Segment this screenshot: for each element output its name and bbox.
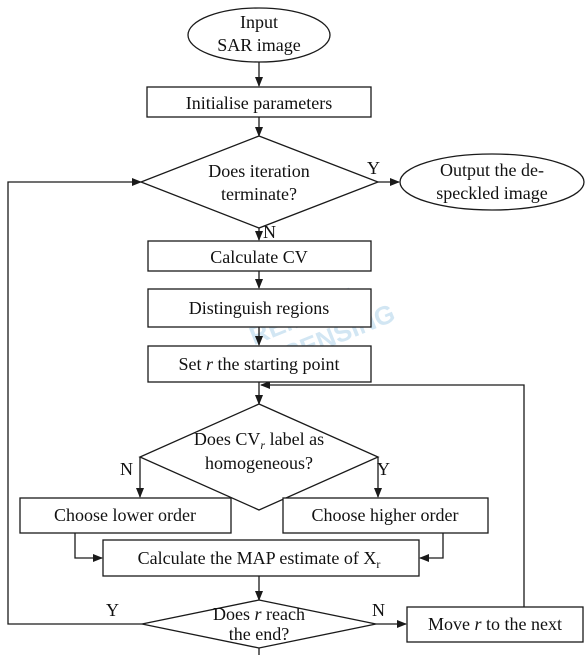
edge-higher-to-map <box>419 533 444 562</box>
edge-reach-yes <box>7 178 142 625</box>
node-map: Calculate the MAP estimate of Xr <box>102 539 420 577</box>
node-move-label: Move r to the next <box>428 614 562 634</box>
edge-move-to-homog <box>260 381 525 607</box>
node-init: Initialise parameters <box>146 86 372 118</box>
node-higher-label: Choose higher order <box>312 505 459 525</box>
node-output-line-2: speckled image <box>436 183 547 203</box>
node-output-line-1: Output the de- <box>440 160 544 180</box>
node-lower: Choose lower order <box>19 497 232 534</box>
label-terminate-yes: Y <box>367 158 380 178</box>
node-reach: Does r reach the end? <box>141 599 377 649</box>
node-set-r: Set r the starting point <box>147 345 372 383</box>
node-calc-cv-label: Calculate CV <box>210 247 307 267</box>
node-homog-line-1: Does CVr label as <box>194 429 324 452</box>
node-input-line-1: Input <box>240 12 278 32</box>
node-input: Input SAR image <box>187 7 331 63</box>
label-reach-yes: Y <box>106 600 119 620</box>
node-set-r-label: Set r the starting point <box>178 354 339 374</box>
node-input-line-2: SAR image <box>217 35 301 55</box>
edges <box>7 62 525 655</box>
node-terminate: Does iteration terminate? <box>139 135 380 229</box>
node-reach-line-1: Does r reach <box>213 604 305 624</box>
edge-lower-to-map <box>74 533 103 562</box>
node-distinguish: Distinguish regions <box>147 288 372 328</box>
node-terminate-line-2: terminate? <box>221 184 297 204</box>
node-map-label: Calculate the MAP estimate of Xr <box>138 548 381 571</box>
node-move: Move r to the next <box>406 606 584 643</box>
node-output: Output the de- speckled image <box>399 153 585 211</box>
node-terminate-line-1: Does iteration <box>208 161 309 181</box>
label-homog-no: N <box>120 459 133 479</box>
node-calc-cv: Calculate CV <box>147 240 372 272</box>
node-reach-line-2: the end? <box>229 624 289 644</box>
node-lower-label: Choose lower order <box>54 505 196 525</box>
node-higher: Choose higher order <box>282 497 489 534</box>
node-homog-line-2: homogeneous? <box>205 453 313 473</box>
label-terminate-no: N <box>263 222 276 242</box>
node-distinguish-label: Distinguish regions <box>189 298 330 318</box>
node-init-label: Initialise parameters <box>186 93 332 113</box>
node-homog: Does CVr label as homogeneous? <box>138 403 380 511</box>
label-homog-yes: Y <box>377 459 390 479</box>
label-reach-no: N <box>372 600 385 620</box>
